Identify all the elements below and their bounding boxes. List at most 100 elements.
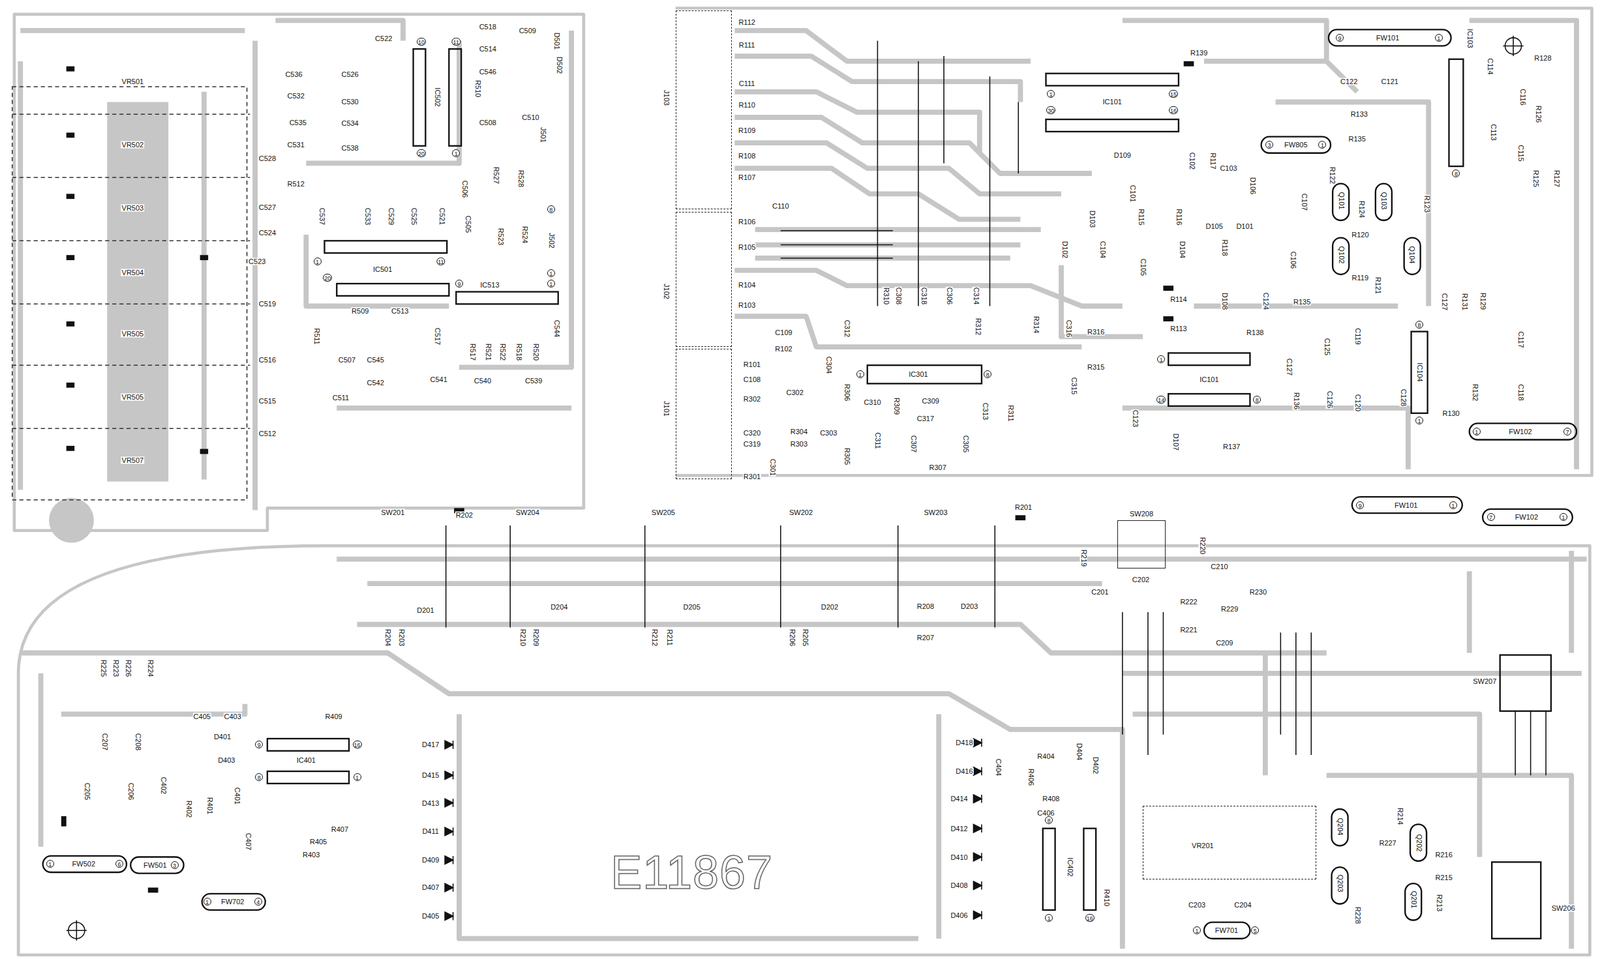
- component-pad: [1162, 285, 1174, 291]
- part-reference: Q102: [1337, 245, 1345, 265]
- pin-number: 1: [1192, 926, 1201, 935]
- part-reference: R127: [1552, 169, 1560, 188]
- part-reference: C124: [1261, 291, 1269, 310]
- part-reference: Q202: [1414, 833, 1422, 853]
- part-reference: C533: [363, 207, 372, 226]
- copper-trace: [1122, 20, 1327, 62]
- copper-trace: [1568, 551, 1574, 653]
- part-reference: J103: [662, 89, 670, 107]
- pin-number: 7: [1487, 513, 1495, 522]
- part-reference: R310: [881, 286, 890, 306]
- part-reference: R220: [1198, 536, 1206, 556]
- ic-outline: [324, 240, 447, 254]
- part-reference: R219: [1080, 549, 1088, 568]
- part-reference: IC301: [907, 371, 929, 379]
- part-reference: R528: [516, 169, 524, 188]
- ic-outline: [867, 365, 982, 384]
- part-reference: C115: [1516, 144, 1524, 162]
- pin-number: 1: [1434, 33, 1443, 42]
- part-reference: VR502: [121, 141, 145, 149]
- part-reference: VR501: [121, 78, 145, 86]
- part-reference: C104: [1098, 240, 1106, 259]
- transistor-outline: [1332, 183, 1349, 221]
- potentiometer-outline: VR201: [1142, 806, 1317, 880]
- part-reference: C512: [258, 430, 277, 438]
- part-reference: C315: [1069, 376, 1077, 395]
- part-reference: C110: [771, 202, 790, 211]
- part-reference: C119: [1353, 328, 1361, 346]
- part-reference: R520: [532, 343, 540, 362]
- part-reference: R110: [737, 101, 756, 109]
- part-reference: R106: [737, 217, 756, 226]
- part-reference: D405: [421, 913, 440, 921]
- part-reference: R223: [111, 659, 119, 678]
- transistor-outline: [1331, 867, 1349, 905]
- part-reference: R133: [1350, 110, 1369, 119]
- part-reference: C540: [473, 377, 492, 385]
- part-reference: C209: [1215, 639, 1234, 647]
- pin-number: 1: [452, 149, 460, 158]
- part-reference: R206: [787, 628, 796, 648]
- part-reference: C526: [340, 71, 359, 79]
- part-reference: R107: [737, 174, 756, 182]
- pin-number: 8: [547, 205, 556, 214]
- switch-outline: SW208: [1117, 520, 1166, 569]
- part-reference: R311: [1006, 404, 1014, 423]
- part-reference: R315: [1086, 363, 1105, 372]
- part-reference: R210: [518, 628, 526, 648]
- connector-outline: J103: [675, 10, 732, 210]
- component-pad: [200, 255, 209, 261]
- part-reference: D107: [1172, 432, 1180, 451]
- pin-number: 20: [322, 273, 333, 282]
- part-reference: C305: [961, 435, 969, 454]
- transistor-outline: [1404, 238, 1421, 275]
- part-reference: R309: [892, 397, 900, 416]
- part-reference: R511: [312, 328, 320, 346]
- part-reference: R410: [1102, 889, 1110, 908]
- part-reference: C317: [916, 414, 935, 423]
- pin-number: 1: [1472, 427, 1481, 436]
- registration-mark: [66, 920, 87, 942]
- connector-outline: [202, 894, 266, 911]
- part-reference: R122: [1328, 166, 1336, 185]
- part-reference: C205: [82, 782, 91, 801]
- copper-pad: [106, 101, 169, 482]
- part-reference: R213: [1434, 894, 1443, 913]
- ic-outline: [336, 283, 449, 297]
- ic-outline: [267, 771, 349, 785]
- part-reference: C320: [742, 429, 762, 437]
- part-reference: R316: [1086, 328, 1105, 336]
- copper-trace: [734, 270, 1122, 307]
- part-reference: R121: [1373, 276, 1381, 295]
- part-reference: J101: [662, 400, 670, 418]
- component-pad: [66, 132, 76, 138]
- part-reference: C120: [1353, 393, 1361, 413]
- ic-outline: [1083, 829, 1096, 911]
- part-reference: C529: [387, 207, 395, 226]
- part-reference: C534: [340, 120, 359, 128]
- part-reference: D502: [555, 56, 563, 75]
- part-reference: R509: [350, 307, 370, 316]
- part-reference: C509: [518, 26, 537, 34]
- part-reference: R228: [1353, 906, 1361, 925]
- transistor-outline: [1332, 238, 1349, 275]
- part-reference: R124: [1357, 200, 1365, 219]
- part-reference: C207: [100, 733, 108, 752]
- part-reference: C126: [1326, 390, 1334, 409]
- part-reference: C210: [1209, 562, 1229, 571]
- part-reference: C306: [945, 286, 953, 306]
- copper-trace: [305, 41, 460, 164]
- copper-trace: [20, 30, 245, 490]
- copper-trace: [1466, 571, 1473, 653]
- part-reference: C404: [994, 758, 1002, 777]
- part-reference: C307: [909, 435, 918, 454]
- component-pad: [61, 61, 1194, 893]
- part-reference: FW102: [1508, 427, 1533, 436]
- part-reference: R120: [1350, 230, 1370, 239]
- part-reference: R113: [1169, 324, 1188, 333]
- part-reference: C405: [193, 712, 212, 721]
- part-reference: Q103: [1380, 191, 1388, 211]
- connector-outline: [1328, 29, 1452, 46]
- part-reference: D201: [416, 606, 435, 614]
- pin-number: 1: [203, 898, 212, 906]
